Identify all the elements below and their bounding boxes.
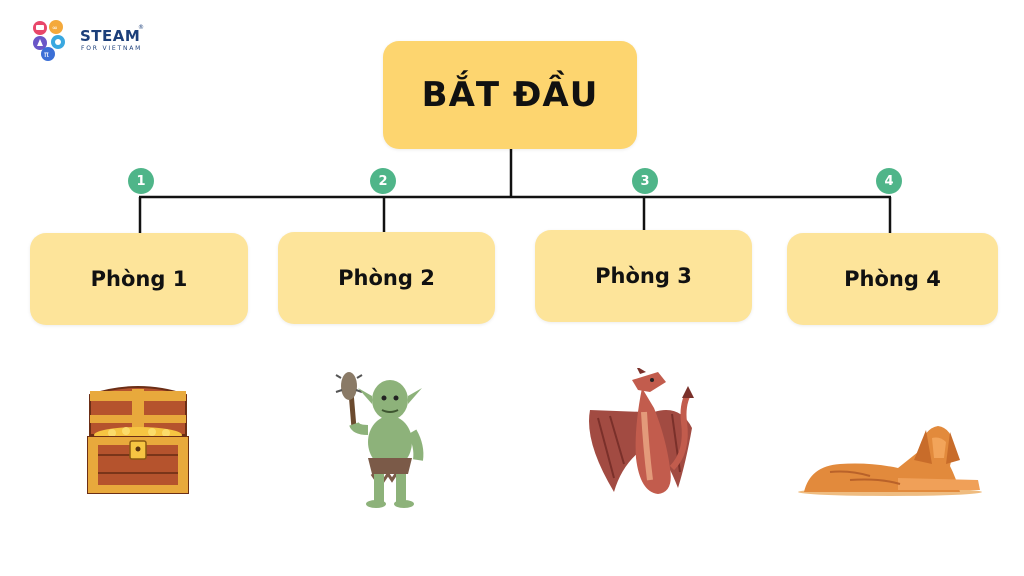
troll-icon <box>335 372 424 508</box>
treasure-chest-icon <box>87 386 189 494</box>
step-badge-1: 1 <box>128 168 154 194</box>
room-node-4: Phòng 4 <box>787 233 998 325</box>
start-node: BẮT ĐẦU <box>383 41 637 149</box>
room-node-1: Phòng 1 <box>30 233 248 325</box>
steam-logo-icon: ∞ π <box>33 20 65 61</box>
svg-text:∞: ∞ <box>52 24 58 32</box>
dragon-icon <box>589 368 694 494</box>
room-node-3: Phòng 3 <box>535 230 752 322</box>
room-node-2: Phòng 2 <box>278 232 495 324</box>
svg-text:π: π <box>44 50 49 59</box>
brand-tagline: FOR VIETNAM <box>81 45 143 52</box>
sphinx-icon <box>798 426 982 496</box>
step-badge-4: 4 <box>876 168 902 194</box>
step-badge-3: 3 <box>632 168 658 194</box>
brand-name: STEAM <box>80 27 141 45</box>
step-badge-2: 2 <box>370 168 396 194</box>
brand-registered-mark: ® <box>138 24 144 31</box>
